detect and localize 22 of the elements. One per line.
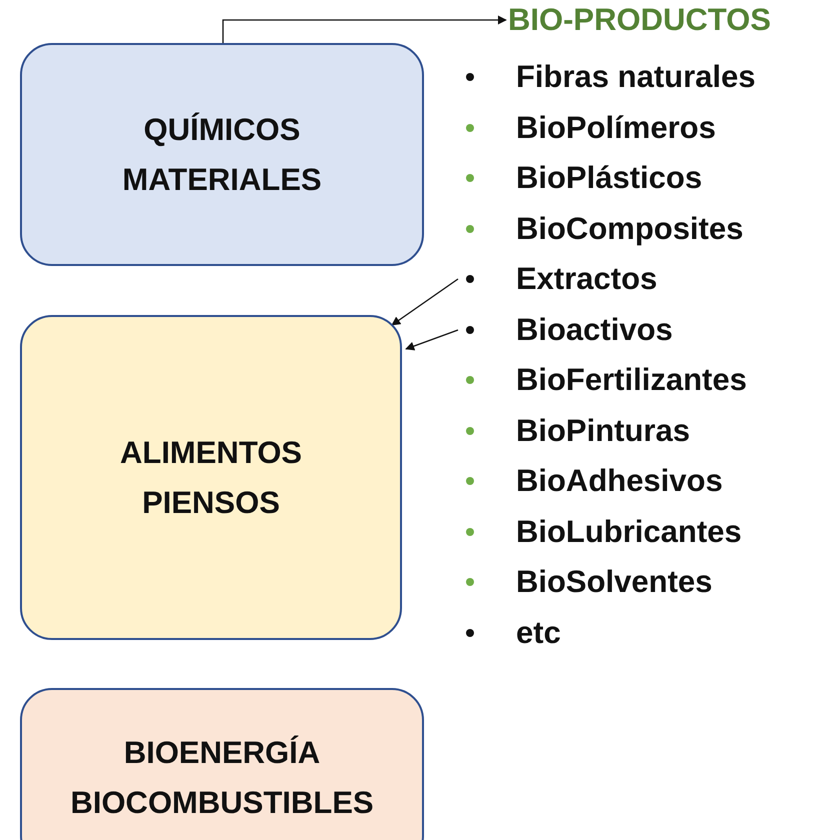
box-label: ALIMENTOS PIENSOS [120,434,302,522]
list-item: BioSolventes [458,562,712,602]
arrow [391,278,458,326]
list-item: BioPlásticos [458,158,702,198]
arrow [405,329,458,350]
arrow [222,15,507,43]
list-item: BioPolímeros [458,108,716,148]
list-item: Extractos [458,259,658,299]
list-item: BioFertilizantes [458,360,747,400]
rounded-box [20,315,402,640]
list-item: BioPinturas [458,411,690,451]
list-item: Bioactivos [458,310,673,350]
list-item: BioComposites [458,209,744,249]
list-item: BioAdhesivos [458,461,723,501]
rounded-box [20,43,424,266]
list-item: Fibras naturales [458,57,756,97]
heading: BIO-PRODUCTOS [508,0,771,40]
rounded-box [20,688,424,840]
list-item: etc [458,613,561,653]
list-item: BioLubricantes [458,512,742,552]
box-label: BIOENERGÍA BIOCOMBUSTIBLES [70,734,374,822]
box-label: QUÍMICOS MATERIALES [122,110,322,198]
